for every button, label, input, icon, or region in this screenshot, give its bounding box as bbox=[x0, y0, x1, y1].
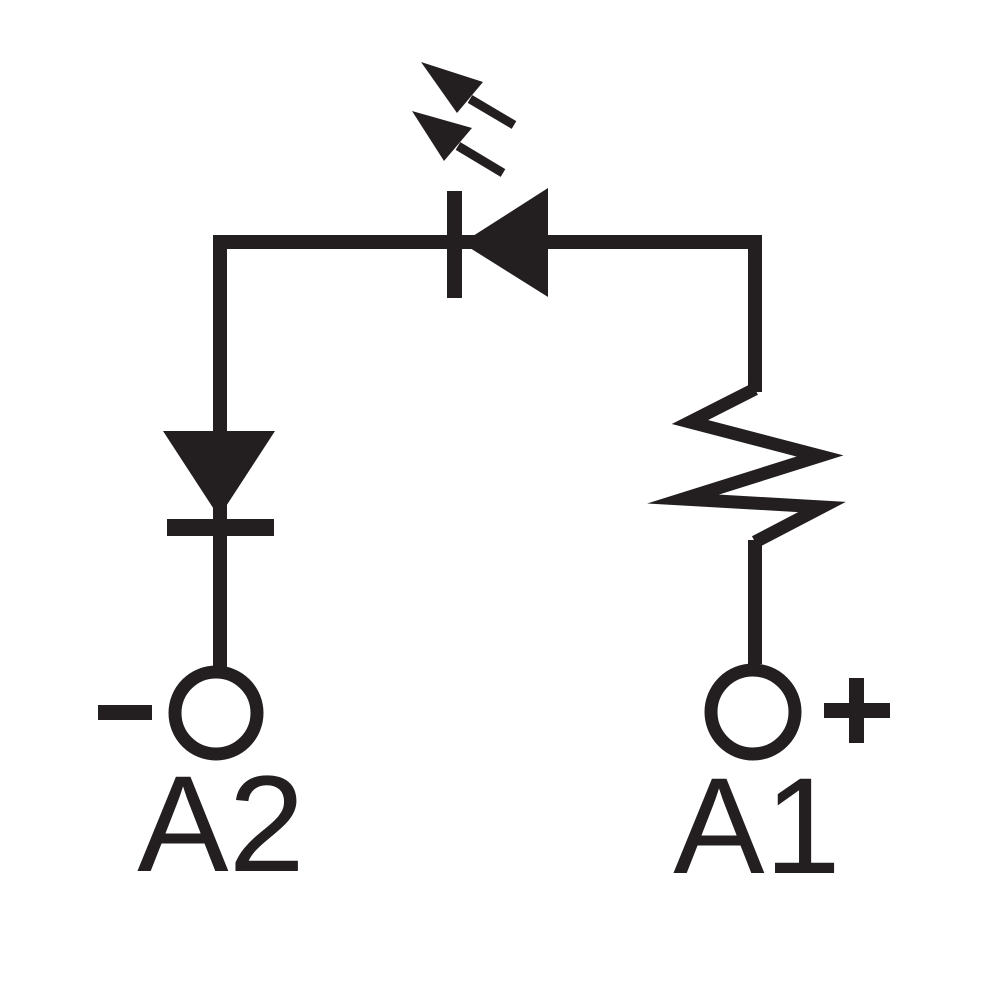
plus-icon bbox=[824, 678, 890, 743]
led-cathode-bar bbox=[447, 191, 462, 298]
terminal-a1-label: A1 bbox=[673, 750, 841, 903]
emission-arrow-2 bbox=[412, 111, 506, 177]
emission-arrow-1 bbox=[421, 62, 517, 129]
diode-cathode-bar bbox=[167, 519, 274, 536]
minus-icon bbox=[98, 705, 152, 720]
terminal-a1-circle bbox=[704, 663, 802, 761]
resistor-icon bbox=[647, 383, 846, 548]
led-anode-triangle bbox=[462, 188, 548, 297]
diode-icon bbox=[163, 431, 275, 536]
light-emission-arrows-icon bbox=[412, 62, 517, 177]
terminal-a2-label: A2 bbox=[137, 748, 305, 901]
led-icon bbox=[447, 188, 548, 298]
diode-anode-triangle bbox=[163, 431, 275, 517]
wires bbox=[213, 235, 762, 667]
terminal-a2-circle bbox=[168, 665, 264, 761]
